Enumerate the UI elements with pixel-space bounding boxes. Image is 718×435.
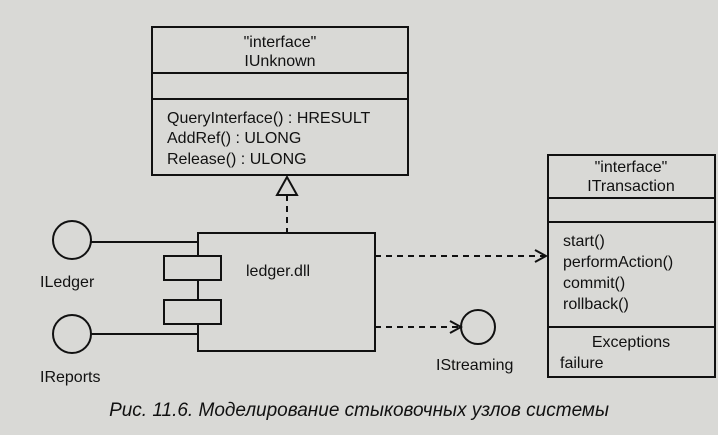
itransaction-operation: performAction() — [563, 254, 673, 271]
ledger-component[interactable]: ledger.dll — [163, 232, 376, 352]
itransaction-operation: rollback() — [563, 296, 629, 313]
interface-lollipop-icon — [52, 220, 92, 260]
itransaction-name: ITransaction — [587, 178, 674, 195]
component-name: ledger.dll — [246, 263, 310, 280]
iunknown-name: IUnknown — [244, 53, 315, 70]
istreaming-label: IStreaming — [436, 357, 513, 374]
figure-caption: Рис. 11.6. Моделирование стыковочных узл… — [109, 400, 609, 421]
interface-lollipop-icon — [52, 314, 92, 354]
ireports-interface[interactable]: IReports — [40, 314, 198, 386]
ireports-label: IReports — [40, 369, 100, 386]
itransaction-operation: start() — [563, 233, 605, 250]
iunknown-operation: QueryInterface() : HRESULT — [167, 110, 371, 127]
component-tab-bottom — [163, 299, 222, 325]
itransaction-stereotype: "interface" — [595, 159, 668, 176]
iunknown-operation: AddRef() : ULONG — [167, 130, 301, 147]
itransaction-class-box[interactable]: "interface" ITransaction start() perform… — [547, 154, 716, 378]
realization-arrow — [275, 174, 299, 233]
exception-item: failure — [560, 355, 604, 372]
interface-lollipop-icon — [460, 309, 496, 345]
iunknown-class-box[interactable]: "interface" IUnknown QueryInterface() : … — [151, 26, 409, 176]
itransaction-operation: commit() — [563, 275, 625, 292]
component-tab-top — [163, 255, 222, 281]
iunknown-stereotype: "interface" — [244, 34, 317, 51]
iledger-interface[interactable]: ILedger — [40, 220, 198, 291]
iledger-label: ILedger — [40, 274, 95, 291]
istreaming-interface[interactable]: IStreaming — [375, 309, 513, 374]
iunknown-operation: Release() : ULONG — [167, 151, 307, 168]
exceptions-header: Exceptions — [592, 334, 670, 351]
